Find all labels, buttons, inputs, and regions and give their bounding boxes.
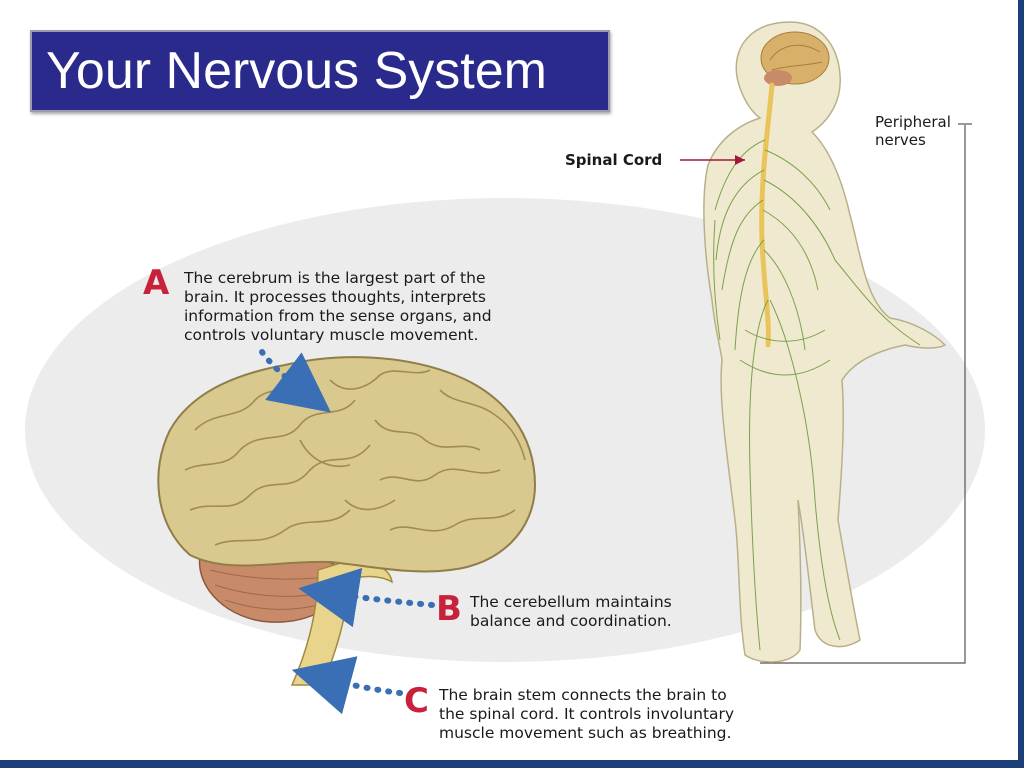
peripheral-bracket xyxy=(760,125,966,664)
human-body xyxy=(703,21,947,663)
brain-stem-letter: C xyxy=(404,681,429,721)
cerebrum-caption-line4: controls voluntary muscle movement. xyxy=(184,326,479,344)
slide-right-border xyxy=(1018,0,1024,768)
peripheral-nerves-label-line1: Peripheral xyxy=(875,113,951,131)
cerebellum-caption-line2: balance and coordination. xyxy=(470,612,672,630)
cerebellum-caption-line1: The cerebellum maintains xyxy=(470,593,672,611)
arrow-c xyxy=(291,656,403,715)
page-title: Your Nervous System xyxy=(46,42,547,100)
peripheral-nerves-label-line2: nerves xyxy=(875,131,926,149)
arrow-a xyxy=(259,349,332,413)
spinal-cord-pointer-head xyxy=(735,155,745,165)
slide-bottom-border xyxy=(0,760,1024,768)
spinal-cord-line xyxy=(759,82,775,348)
brain-stem-caption-line2: the spinal cord. It controls involuntary xyxy=(439,705,735,723)
cerebrum-caption-line1: The cerebrum is the largest part of the xyxy=(184,269,486,287)
cerebrum-caption-line2: brain. It processes thoughts, interprets xyxy=(184,288,486,306)
brain-stem-caption-line1: The brain stem connects the brain to xyxy=(439,686,727,704)
spinal-cord-label: Spinal Cord xyxy=(565,151,663,169)
cerebrum-letter: A xyxy=(143,263,170,303)
brain-stem-caption-line3: muscle movement such as breathing. xyxy=(439,724,732,742)
arrow-b xyxy=(298,567,435,628)
title-banner: Your Nervous System xyxy=(30,30,610,112)
cerebrum-caption-line3: information from the sense organs, and xyxy=(184,307,492,325)
cerebellum-letter: B xyxy=(436,589,462,629)
peripheral-nerves xyxy=(713,139,921,651)
